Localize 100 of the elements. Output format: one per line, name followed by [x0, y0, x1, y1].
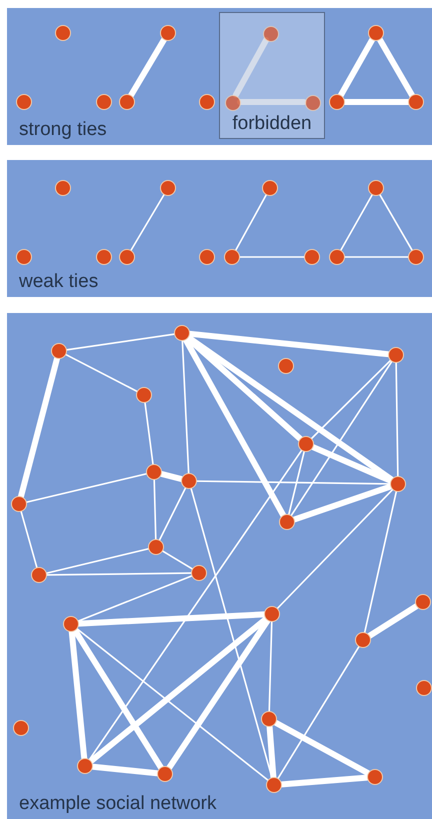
- person-dot: [157, 766, 173, 782]
- person-dot: [63, 616, 79, 632]
- person-dot: [388, 347, 404, 363]
- tie-line: [277, 646, 360, 779]
- person-dot: [224, 249, 240, 265]
- person-dot: [174, 325, 190, 341]
- person-dot: [16, 249, 32, 265]
- person-dot: [261, 711, 277, 727]
- strong-tie-line: [158, 471, 184, 482]
- tie-line: [379, 194, 413, 251]
- tie-line: [190, 488, 273, 778]
- strong-tie-line: [278, 774, 370, 788]
- person-dot: [416, 680, 432, 696]
- person-dot: [279, 514, 295, 530]
- person-dot: [51, 343, 67, 359]
- network-panel: [7, 160, 432, 297]
- tie-line: [340, 194, 373, 251]
- person-dot: [408, 249, 424, 265]
- person-dot: [368, 25, 384, 41]
- tie-line: [239, 256, 305, 258]
- tie-line: [395, 362, 399, 477]
- person-dot: [264, 606, 280, 622]
- tie-line: [196, 480, 391, 485]
- tie-line: [162, 550, 193, 570]
- person-dot: [329, 249, 345, 265]
- tie-line: [364, 491, 398, 633]
- highlight-frame: [219, 12, 325, 139]
- person-dot: [11, 496, 27, 512]
- person-dot: [55, 180, 71, 196]
- tie-line: [46, 572, 192, 576]
- network-panel: [7, 8, 432, 145]
- person-dot: [136, 387, 152, 403]
- person-dot: [77, 758, 93, 774]
- person-dot: [266, 777, 282, 793]
- person-dot: [225, 95, 241, 111]
- network-panel: [7, 313, 432, 819]
- tie-line: [65, 354, 138, 392]
- strong-tie-line: [273, 720, 371, 776]
- person-dot: [304, 249, 320, 265]
- person-dot: [390, 476, 406, 492]
- person-dot: [96, 94, 112, 110]
- person-dot: [55, 25, 71, 41]
- tie-line: [153, 479, 157, 540]
- person-dot: [16, 94, 32, 110]
- tie-line: [76, 628, 269, 781]
- strong-tie-line: [377, 36, 415, 98]
- tie-line: [182, 340, 190, 474]
- tie-line: [26, 473, 148, 503]
- strong-tie-line: [232, 37, 270, 98]
- person-dot: [408, 94, 424, 110]
- person-dot: [31, 567, 47, 583]
- person-dot: [367, 769, 383, 785]
- tie-line: [290, 360, 392, 516]
- tie-line: [288, 450, 305, 516]
- person-dot: [415, 594, 431, 610]
- panel-title: weak ties: [19, 271, 98, 293]
- person-dot: [305, 95, 321, 111]
- person-dot: [181, 473, 197, 489]
- person-dot: [355, 632, 371, 648]
- person-dot: [119, 94, 135, 110]
- strong-tie-line: [266, 724, 276, 780]
- strong-tie-line: [342, 99, 411, 105]
- strong-tie-line: [366, 603, 420, 639]
- person-dot: [199, 94, 215, 110]
- tie-line: [276, 488, 394, 610]
- strong-tie-line: [128, 36, 167, 98]
- strong-tie-line: [18, 356, 60, 500]
- person-dot: [262, 180, 278, 196]
- strong-tie-line: [72, 628, 164, 770]
- tie-line: [235, 194, 267, 251]
- tie-line: [130, 194, 165, 251]
- tie-line: [66, 333, 175, 351]
- person-dot: [191, 565, 207, 581]
- panel-title: example social network: [19, 793, 216, 815]
- strong-tie-line: [338, 36, 376, 98]
- person-dot: [119, 249, 135, 265]
- panel-title: strong ties: [19, 119, 107, 141]
- person-dot: [298, 436, 314, 452]
- tie-line: [88, 450, 302, 760]
- person-dot: [329, 94, 345, 110]
- frame-label: forbidden: [231, 113, 313, 135]
- tie-line: [20, 510, 38, 568]
- person-dot: [160, 25, 176, 41]
- person-dot: [13, 720, 29, 736]
- person-dot: [199, 249, 215, 265]
- tie-line: [268, 621, 273, 712]
- tie-line: [310, 360, 392, 440]
- tie-line: [46, 548, 150, 574]
- person-dot: [263, 26, 279, 42]
- strong-tie-line: [90, 764, 160, 776]
- person-dot: [148, 539, 164, 555]
- person-dot: [96, 249, 112, 265]
- tie-line: [344, 256, 409, 258]
- strong-tie-line: [292, 484, 394, 522]
- strong-tie-line: [76, 611, 267, 627]
- person-dot: [368, 180, 384, 196]
- tie-line: [158, 487, 186, 541]
- person-dot: [278, 358, 294, 374]
- tie-line: [144, 402, 154, 465]
- person-dot: [160, 180, 176, 196]
